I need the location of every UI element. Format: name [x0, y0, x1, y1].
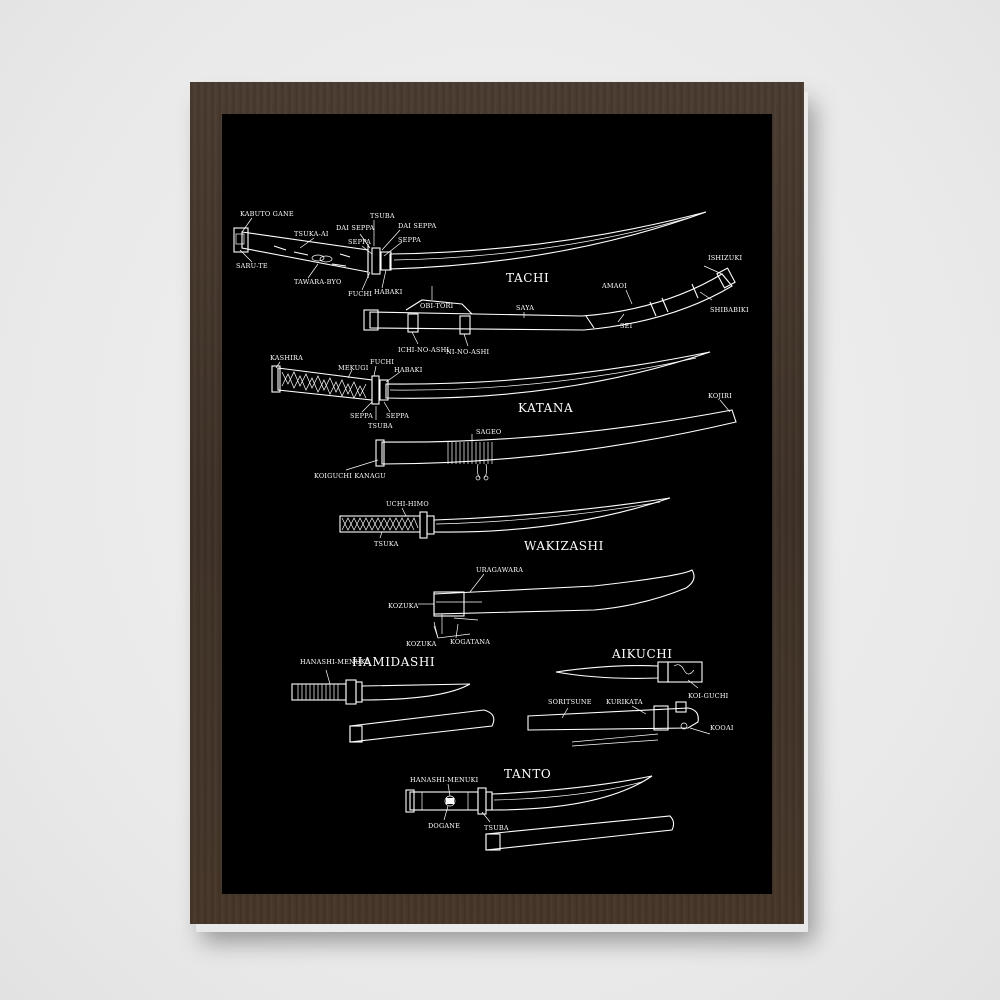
label-uragawara: URAGAWARA: [476, 566, 523, 574]
label-seppa: SEPPA: [348, 238, 371, 246]
label-dai-seppa: DAI SEPPA: [336, 224, 374, 232]
label-kurikata: KURIKATA: [606, 698, 643, 706]
label-kojiri: KOJIRI: [708, 392, 732, 400]
tanto-leaders: [443, 783, 491, 823]
title-tanto: TANTO: [504, 767, 551, 781]
label-ishizuki: ISHIZUKI: [708, 254, 743, 262]
wakizashi-scabbard: [433, 569, 695, 639]
tachi-scabbard-leaders: [411, 265, 723, 347]
katana-scabbard-leaders: [345, 399, 731, 471]
label-kabuto-gane: KABUTO GANE: [240, 210, 294, 218]
katana-leaders: [275, 361, 401, 420]
label-seppa: SEPPA: [398, 236, 421, 244]
label-shibabiki: SHIBABIKI: [710, 306, 749, 314]
label-fuchi: FUCHI: [370, 358, 394, 366]
label-seppa: SEPPA: [350, 412, 373, 420]
tachi-leaders: [239, 217, 403, 291]
label-tsuka-ai: TSUKA-AI: [294, 230, 329, 238]
tachi-scabbard: [363, 267, 736, 335]
label-amaoi: AMAOI: [601, 282, 627, 290]
label-dogane: DOGANE: [428, 822, 460, 830]
label-ichi-no-ashi: ICHI-NO-ASHI: [398, 346, 449, 354]
label-kashira: KASHIRA: [270, 354, 303, 362]
label-kooai: KOOAI: [710, 724, 734, 732]
label-kogatana: KOGATANA: [450, 638, 490, 646]
sword-diagram: KABUTO GANE TSUKA-AI DAI SEPPA TSUBA DAI…: [233, 210, 749, 851]
label-seppa: SEPPA: [386, 412, 409, 420]
label-hanashi-menuki: HANASHI-MENUKI: [410, 776, 479, 784]
label-kozuka: KOZUKA: [388, 602, 419, 610]
label-uchi-himo: UCHI-HIMO: [386, 500, 429, 508]
aikuchi-leaders: [561, 679, 711, 735]
katana-sword: [271, 351, 711, 405]
label-tsuka: TSUKA: [374, 540, 399, 548]
label-obi-tori: OBI-TORI: [420, 302, 454, 310]
wakizashi-scabbard-leaders: [418, 573, 485, 639]
tachi-sword: [233, 211, 707, 278]
aikuchi-knife: [527, 661, 703, 747]
label-mekugi: MEKUGI: [338, 364, 369, 372]
label-tsuba: TSUBA: [368, 422, 393, 430]
label-soritsune: SORITSUNE: [548, 698, 592, 706]
title-aikuchi: AIKUCHI: [611, 647, 673, 661]
label-koi-guchi: KOI-GUCHI: [688, 692, 729, 700]
label-habaki: HABAKI: [394, 366, 423, 374]
label-tsuba: TSUBA: [484, 824, 509, 832]
label-sei: SEI: [620, 322, 633, 330]
title-hamidashi: HAMIDASHI: [352, 655, 435, 669]
label-habaki: HABAKI: [374, 288, 403, 296]
poster: KABUTO GANE TSUKA-AI DAI SEPPA TSUBA DAI…: [222, 114, 772, 894]
hamidashi-leader: [325, 669, 331, 685]
katana-scabbard: [375, 409, 737, 481]
tanto-knife: [405, 775, 675, 851]
label-tawara-byo: TAWARA-BYO: [294, 278, 342, 286]
label-fuchi: FUCHI: [348, 290, 372, 298]
title-katana: KATANA: [518, 401, 573, 415]
label-saru-te: SARU-TE: [236, 262, 268, 270]
label-sageo: SAGEO: [476, 428, 501, 436]
label-ni-no-ashi: NI-NO-ASHI: [446, 348, 490, 356]
label-saya: SAYA: [516, 304, 534, 312]
label-tsuba: TSUBA: [370, 212, 395, 220]
hamidashi-knife: [291, 679, 495, 743]
title-wakizashi: WAKIZASHI: [524, 539, 604, 553]
wakizashi-sword: [339, 497, 671, 539]
label-dai-seppa: DAI SEPPA: [398, 222, 436, 230]
wakizashi-leaders: [379, 507, 407, 539]
title-tachi: TACHI: [506, 271, 549, 285]
label-hanashi-menuki: HANASHI-MENUKI: [300, 658, 369, 666]
label-kozuka: KOZUKA: [406, 640, 437, 648]
label-koiguchi-kanagu: KOIGUCHI KANAGU: [314, 472, 386, 480]
